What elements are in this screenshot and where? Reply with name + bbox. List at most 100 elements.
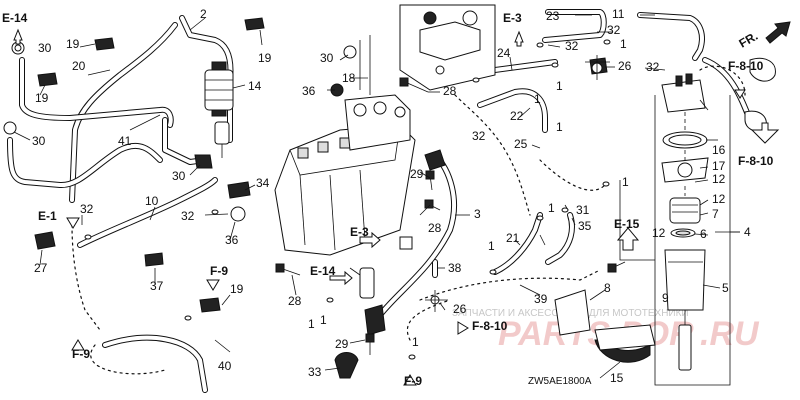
- part-number-41: 41: [118, 134, 132, 148]
- part-number-31: 31: [576, 203, 590, 217]
- filter-bracket: [554, 289, 656, 363]
- fuel-pump-inset: [399, 4, 496, 91]
- ref-label-f-8-10: F-8-10: [738, 154, 774, 168]
- part-number-1: 1: [622, 175, 629, 189]
- part-number-11: 11: [612, 7, 625, 21]
- part-number-6: 6: [700, 227, 707, 241]
- part-number-1: 1: [488, 239, 495, 253]
- part-number-34: 34: [256, 176, 270, 190]
- part-number-19: 19: [258, 51, 272, 65]
- part-number-29: 29: [410, 167, 424, 181]
- part-number-8: 8: [604, 281, 611, 295]
- part-number-26: 26: [618, 59, 632, 73]
- vapor-separator-assembly: [274, 35, 416, 256]
- watermark-brand-a: PARTS: [498, 315, 610, 353]
- part-number-28: 28: [288, 294, 302, 308]
- part-number-40: 40: [218, 359, 232, 373]
- ref-label-e-14: E-14: [2, 11, 28, 25]
- assembly-bracket-lines: [619, 95, 740, 386]
- part-number-1: 1: [412, 335, 419, 349]
- part-number-28: 28: [428, 221, 442, 235]
- ref-label-e-3: E-3: [350, 225, 369, 239]
- part-number-18: 18: [342, 71, 356, 85]
- part-number-1: 1: [556, 120, 563, 134]
- part-number-26: 26: [453, 302, 467, 316]
- part-number-32: 32: [80, 202, 94, 216]
- ref-label-f-9: F-9: [72, 347, 90, 361]
- ref-label-f-8-10: F-8-10: [728, 59, 764, 73]
- part-number-32: 32: [607, 23, 621, 37]
- part-number-32: 32: [565, 39, 579, 53]
- part-number-30: 30: [320, 51, 334, 65]
- part-number-1: 1: [320, 313, 327, 327]
- diagram-code: ZW5AE1800A: [528, 376, 592, 387]
- part-number-24: 24: [497, 46, 511, 60]
- part-number-3: 3: [474, 207, 481, 221]
- front-direction-indicator: FR.: [737, 21, 791, 51]
- dotted-hoses: [71, 65, 746, 375]
- part-number-32: 32: [472, 129, 486, 143]
- part-number-30: 30: [38, 41, 52, 55]
- part-number-27: 27: [34, 261, 48, 275]
- leader-lines: [13, 14, 740, 379]
- part-number-25: 25: [514, 137, 528, 151]
- ref-label-e-1: E-1: [38, 209, 57, 223]
- part-number-21: 21: [506, 231, 520, 245]
- part-number-33: 33: [308, 365, 322, 379]
- part-number-36: 36: [302, 84, 316, 98]
- part-number-7: 7: [712, 207, 719, 221]
- ref-label-f-9: F-9: [404, 374, 422, 388]
- part-number-15: 15: [610, 371, 624, 385]
- fuel-filter-stack: [661, 73, 709, 371]
- part-number-19: 19: [230, 282, 244, 296]
- bolts: [275, 77, 626, 355]
- part-number-28: 28: [443, 84, 457, 98]
- hoses: [7, 9, 753, 393]
- part-number-23: 23: [546, 9, 560, 23]
- part-number-1: 1: [308, 317, 315, 331]
- ref-label-e-15: E-15: [614, 217, 640, 231]
- part-number-9: 9: [662, 291, 669, 305]
- part-number-1: 1: [620, 37, 627, 51]
- part-number-4: 4: [744, 225, 751, 239]
- part-number-19: 19: [35, 91, 49, 105]
- reference-arrows: [13, 28, 780, 386]
- part-number-16: 16: [712, 143, 726, 157]
- part-number-2: 2: [200, 7, 207, 21]
- part-number-39: 39: [534, 292, 548, 306]
- part-number-17: 17: [712, 159, 726, 173]
- part-number-12: 12: [652, 226, 666, 240]
- part-number-36: 36: [225, 233, 239, 247]
- part-number-12: 12: [712, 172, 726, 186]
- ref-label-e-3: E-3: [503, 11, 522, 25]
- part-number-29: 29: [335, 337, 349, 351]
- hose-clips: [3, 17, 776, 379]
- part-number-22: 22: [510, 109, 524, 123]
- part-number-1: 1: [556, 79, 563, 93]
- ref-label-f-8-10: F-8-10: [472, 319, 508, 333]
- part-number-30: 30: [172, 169, 186, 183]
- part-number-1: 1: [548, 201, 555, 215]
- part-number-37: 37: [150, 279, 164, 293]
- ref-label-e-14: E-14: [310, 264, 336, 278]
- part-number-19: 19: [66, 37, 80, 51]
- part-number-35: 35: [578, 219, 592, 233]
- part-number-32: 32: [181, 209, 195, 223]
- o-rings: [84, 39, 611, 360]
- part-number-20: 20: [72, 59, 86, 73]
- front-label: FR.: [737, 29, 761, 51]
- part-number-10: 10: [145, 194, 159, 208]
- part-number-1: 1: [534, 92, 541, 106]
- ref-label-f-9: F-9: [210, 264, 228, 278]
- joints: [359, 55, 610, 312]
- part-number-32: 32: [646, 60, 660, 74]
- part-number-38: 38: [448, 261, 462, 275]
- fuel-strainer: [204, 61, 234, 117]
- part-number-14: 14: [248, 79, 262, 93]
- part-number-12: 12: [712, 192, 726, 206]
- part-number-30: 30: [32, 134, 46, 148]
- part-number-5: 5: [722, 281, 729, 295]
